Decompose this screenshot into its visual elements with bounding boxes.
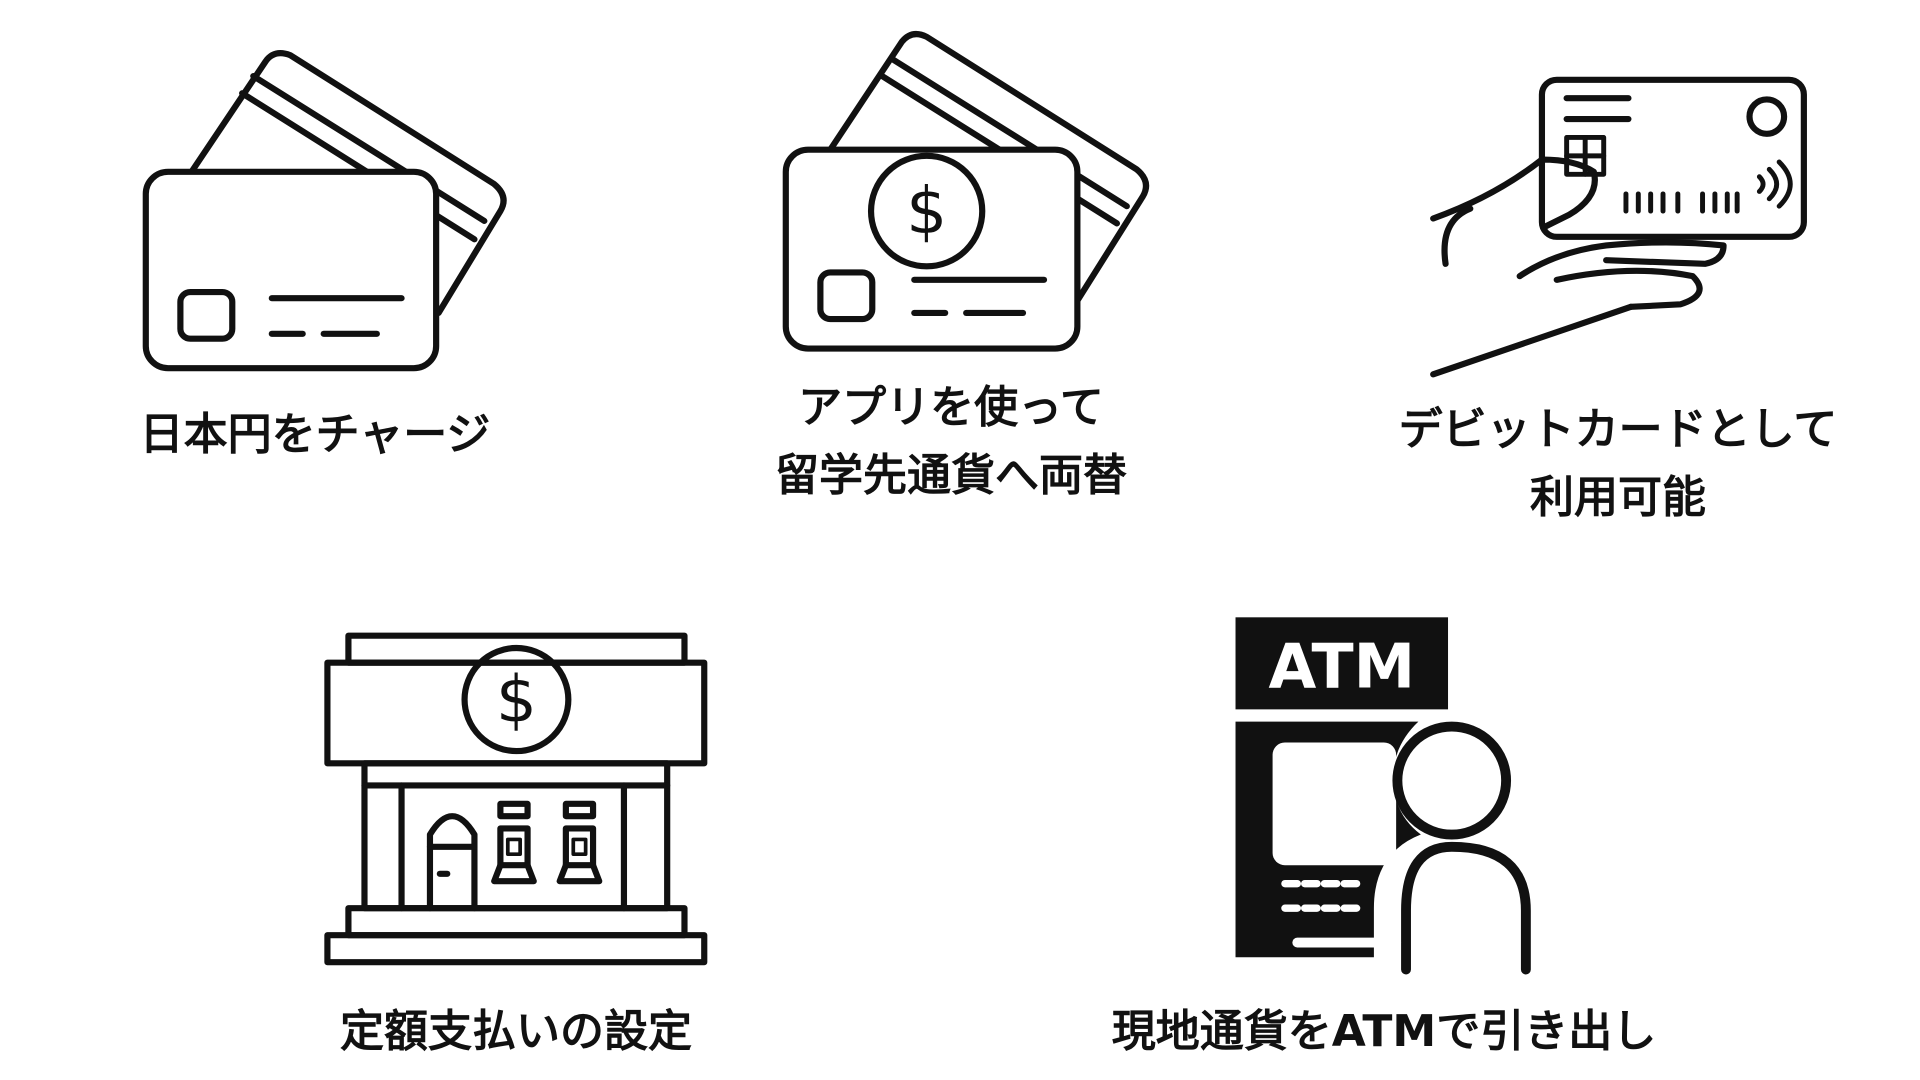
bank-building-icon: $: [324, 632, 708, 966]
feature-caption-exchange: アプリを使って留学先通貨へ両替: [775, 374, 1127, 510]
feature-caption-debit: デビットカードとして利用可能: [1399, 396, 1838, 532]
dollar-sign: $: [496, 664, 537, 738]
caption-line: デビットカードとして: [1398, 404, 1838, 455]
hand-holding-card-icon: [1430, 76, 1807, 378]
feature-caption-atm: 現地通貨をATMで引き出し: [1112, 998, 1656, 1066]
caption-line: 留学先通貨へ両替: [775, 450, 1127, 501]
atm-sign: ATM: [1268, 630, 1415, 702]
caption-line: 定額支払いの設定: [340, 1006, 692, 1057]
atm-icon: ATM: [1235, 617, 1531, 975]
credit-cards-icon: [142, 50, 507, 372]
feature-caption-fixed-payment: 定額支払いの設定: [340, 998, 692, 1066]
caption-line: 日本円をチャージ: [139, 409, 491, 460]
feature-caption-charge-yen: 日本円をチャージ: [140, 401, 491, 469]
currency-card-icon: $: [782, 31, 1150, 352]
caption-line: 利用可能: [1530, 472, 1706, 523]
caption-line: アプリを使って: [798, 382, 1104, 433]
dollar-sign: $: [906, 175, 947, 249]
caption-line: 現地通貨をATMで引き出し: [1111, 1006, 1657, 1057]
